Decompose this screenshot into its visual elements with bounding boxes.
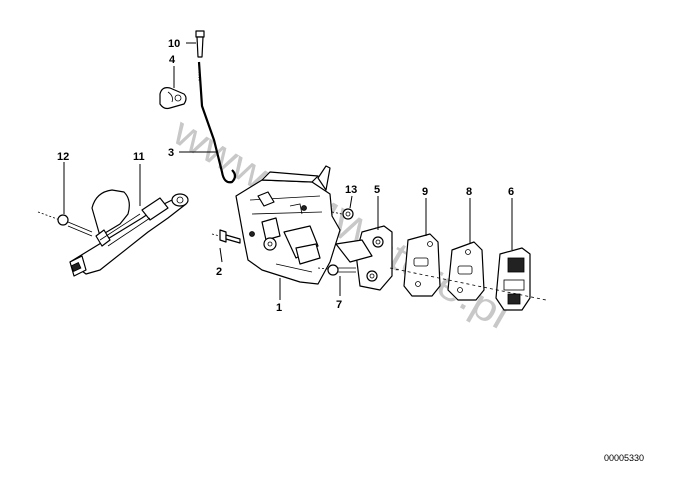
callout-12: 12 (57, 151, 69, 163)
part-12-screw[interactable] (37, 211, 93, 237)
part-11-lock-actuator[interactable] (69, 189, 189, 277)
part-10-bolt[interactable] (195, 30, 205, 58)
part-3-rod[interactable] (197, 61, 237, 184)
part-4-clip[interactable] (159, 87, 187, 110)
callout-3: 3 (168, 147, 174, 159)
leader-lines (63, 42, 513, 300)
part-6-cover[interactable] (495, 247, 531, 311)
part-7-screw[interactable] (317, 264, 356, 276)
part-13-nut[interactable] (331, 208, 354, 220)
part-5-striker-plate[interactable] (335, 225, 393, 291)
callout-10: 10 (168, 38, 180, 50)
callout-7: 7 (336, 299, 342, 311)
callout-8: 8 (466, 186, 472, 198)
callout-4: 4 (169, 54, 176, 66)
callout-13: 13 (345, 184, 357, 196)
part-8-plate[interactable] (447, 241, 485, 301)
callout-2: 2 (216, 266, 222, 278)
part-9-shim[interactable] (403, 233, 441, 297)
diagram-reference-code: 00005330 (604, 453, 644, 463)
callout-5: 5 (374, 184, 380, 196)
assembly-axis (389, 267, 547, 301)
callout-6: 6 (508, 186, 514, 198)
callout-11: 11 (133, 151, 145, 163)
callout-9: 9 (422, 186, 428, 198)
part-1-door-lock[interactable] (235, 165, 341, 285)
callout-1: 1 (276, 302, 282, 314)
part-2-screw[interactable] (211, 229, 241, 244)
